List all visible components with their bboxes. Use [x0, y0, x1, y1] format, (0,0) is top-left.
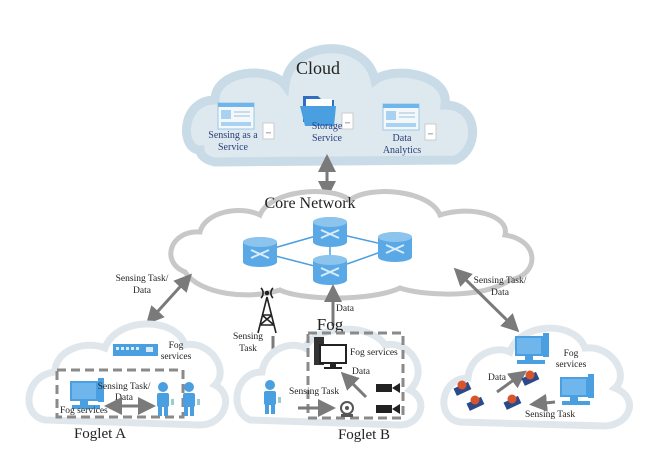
document-icon [341, 112, 354, 130]
core-network-title: Core Network [264, 195, 355, 212]
tower-label: Task [239, 344, 257, 354]
foglet-a-boundary [55, 368, 185, 419]
document-icon [262, 122, 275, 140]
foglet-b-data-label: Data [352, 367, 371, 377]
data-analytics: Data Analytics [382, 103, 437, 156]
folder-icon [300, 96, 336, 126]
left-link-label: Sensing Task/ [116, 274, 169, 284]
service-label: Service [218, 142, 249, 153]
cloud-layer: Cloud Sensing as a Service Storage Servi… [182, 44, 478, 167]
service-label: Sensing as a [208, 130, 258, 141]
right-link-label: Sensing Task/ [474, 276, 527, 286]
fog-up-label: Data [336, 304, 355, 314]
camera-icon [376, 383, 400, 393]
router-icon [312, 216, 348, 248]
router-icon [377, 231, 413, 263]
foglet-b: Fog Fog services Data Sensing Task Fogle… [233, 315, 425, 443]
service-label: Data [393, 133, 412, 144]
network-hub-icon [113, 344, 158, 356]
foglet-b-fog-services: Fog services [350, 348, 398, 358]
left-link-arrow [145, 273, 193, 325]
foglet-a-arrow-label: Data [115, 393, 134, 403]
storage-service: Storage Service [300, 96, 354, 144]
camera-icon [376, 404, 400, 414]
web-app-icon [217, 102, 255, 130]
tower-label: Sensing [233, 332, 263, 342]
cell-tower-icon [257, 287, 277, 334]
foglet-c-data-arrow [496, 370, 527, 394]
foglet-a-title: Foglet A [74, 426, 126, 442]
foglet-a-arrow-label: Sensing Task/ [98, 382, 151, 392]
router-icon [242, 236, 278, 268]
server-computer-icon [314, 337, 347, 369]
foglet-c-data-label: Data [488, 373, 507, 383]
foglet-b-cloud-shape [233, 325, 425, 429]
foglet-c-fog-label: services [556, 360, 587, 370]
service-label: Storage [312, 121, 343, 132]
foglet-a: Fog services Sensing Task/ Data Fog serv… [25, 320, 230, 442]
router-icon [312, 254, 348, 286]
fog-title: Fog [317, 315, 344, 334]
foglet-c-fog-label: Fog [564, 349, 579, 359]
cloud-title: Cloud [296, 58, 340, 78]
foglet-c: Fog services Data Sensing Task [440, 324, 633, 430]
hub-label: services [161, 352, 192, 362]
foglet-c-sensing-arrow [529, 393, 556, 412]
foglet-a-fog-services: Fog services [60, 406, 108, 416]
left-link-label: Data [133, 286, 152, 296]
core-network: Core Network [168, 189, 535, 301]
foglet-b-boundary [306, 331, 405, 420]
foglet-c-sensing-task-label: Sensing Task [525, 410, 575, 420]
service-label: Service [312, 133, 343, 144]
service-label: Analytics [383, 145, 421, 156]
right-link-label: Data [491, 288, 510, 298]
webcam-icon [340, 401, 354, 417]
foglet-b-data-arrow [340, 371, 368, 399]
foglet-b-title: Foglet B [338, 427, 390, 443]
document-icon [424, 123, 437, 141]
hub-label: Fog [169, 341, 184, 351]
sensing-as-a-service: Sensing as a Service [208, 102, 275, 153]
foglet-b-sensing-task-label: Sensing Task [289, 387, 339, 397]
right-link-arrow [453, 267, 520, 333]
web-app-icon [382, 103, 420, 131]
